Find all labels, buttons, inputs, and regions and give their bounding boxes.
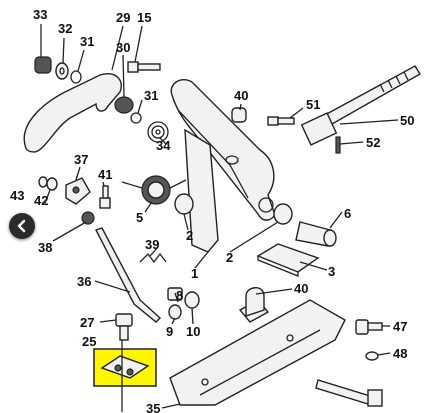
part-51-bolt <box>267 116 295 126</box>
part-50-rod <box>300 65 421 146</box>
part-3-pad <box>256 243 320 277</box>
part-36-rod <box>95 227 162 323</box>
label-31b: 31 <box>144 88 158 103</box>
label-25: 25 <box>82 334 96 349</box>
part-47-bolt <box>355 319 383 335</box>
label-30: 30 <box>116 40 130 55</box>
label-43: 43 <box>10 188 24 203</box>
label-40: 40 <box>234 88 248 103</box>
label-32: 32 <box>58 21 72 36</box>
label-27: 27 <box>80 315 94 330</box>
label-35: 35 <box>146 401 160 413</box>
part-41-bolt <box>99 185 111 209</box>
part-25-highlight <box>93 348 157 387</box>
label-31: 31 <box>80 34 94 49</box>
part-27-bolt <box>115 313 133 341</box>
part-39-spring <box>139 252 167 264</box>
label-10: 10 <box>186 324 200 339</box>
part-37-block <box>65 177 91 205</box>
part-5-spring <box>121 175 187 205</box>
label-5: 5 <box>136 210 143 225</box>
part-15-bolt <box>127 61 161 73</box>
label-51: 51 <box>306 97 320 112</box>
label-15: 15 <box>137 10 151 25</box>
label-9: 9 <box>166 324 173 339</box>
label-47: 47 <box>393 319 407 334</box>
chevron-left-icon <box>17 219 26 233</box>
part-38-collar <box>81 211 95 225</box>
part-31-ring <box>70 70 142 124</box>
part-48-washer <box>365 351 379 361</box>
label-8: 8 <box>176 288 183 303</box>
label-6: 6 <box>344 206 351 221</box>
label-3: 3 <box>328 264 335 279</box>
label-37: 37 <box>74 152 88 167</box>
label-1: 1 <box>191 266 198 281</box>
label-34: 34 <box>156 138 171 153</box>
label-38: 38 <box>38 240 52 255</box>
part-33-bushing <box>34 56 52 74</box>
label-41: 41 <box>98 167 112 182</box>
part-43-42-washers <box>38 176 58 191</box>
part-40-bushing <box>231 107 247 123</box>
base-frame <box>169 287 346 406</box>
label-42: 42 <box>34 193 48 208</box>
long-bolt <box>315 379 383 407</box>
part-52-pin <box>335 136 341 154</box>
label-2a: 2 <box>186 228 193 243</box>
part-30-bushing <box>114 96 134 114</box>
label-36: 36 <box>77 274 91 289</box>
label-52: 52 <box>366 135 380 150</box>
label-29: 29 <box>116 10 130 25</box>
label-39: 39 <box>145 237 159 252</box>
label-2b: 2 <box>226 250 233 265</box>
previous-image-button[interactable] <box>9 213 35 239</box>
label-33: 33 <box>33 7 47 22</box>
part-32-washer <box>55 62 69 80</box>
part-29-lever <box>23 73 122 153</box>
part-1-main-bracket <box>170 78 276 253</box>
label-50: 50 <box>400 113 414 128</box>
part-34-spring <box>147 121 169 143</box>
label-40b: 40 <box>294 281 308 296</box>
part-6-pin <box>295 221 337 247</box>
label-48: 48 <box>393 346 407 361</box>
leader-lines <box>40 24 399 412</box>
